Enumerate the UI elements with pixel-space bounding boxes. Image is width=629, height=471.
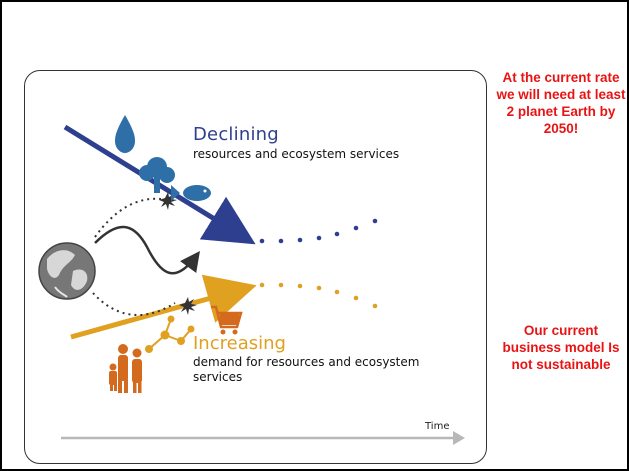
water-drop-icon <box>115 115 135 153</box>
people-icon <box>109 344 142 393</box>
declining-projection-dots <box>259 218 378 244</box>
time-axis-arrowhead <box>453 431 465 445</box>
increasing-title: Increasing <box>193 333 286 354</box>
increasing-projection-dots <box>259 282 378 309</box>
note-business-model: Our current business model Is not sustai… <box>502 323 620 372</box>
shopping-cart-icon <box>211 305 243 335</box>
fish-icon <box>171 185 211 201</box>
dotted-link-down <box>92 292 176 317</box>
increasing-arrow <box>70 274 257 340</box>
diagram-canvas <box>38 115 465 445</box>
impact-star-down <box>179 297 197 315</box>
time-axis-label: Time <box>425 421 450 432</box>
increasing-subtitle: demand for resources and ecosystem servi… <box>193 355 420 384</box>
tree-icon <box>139 157 175 193</box>
molecule-icon <box>145 315 195 353</box>
dotted-link-up <box>94 197 162 238</box>
note-planet-earth: At the current rate we will need at leas… <box>496 70 626 136</box>
declining-title: Declining <box>193 124 279 145</box>
globe-icon <box>38 242 96 300</box>
declining-subtitle: resources and ecosystem services <box>193 147 400 161</box>
diagram-frame: Declining resources and ecosystem servic… <box>24 70 487 464</box>
flow-curve-arrow <box>94 225 200 275</box>
